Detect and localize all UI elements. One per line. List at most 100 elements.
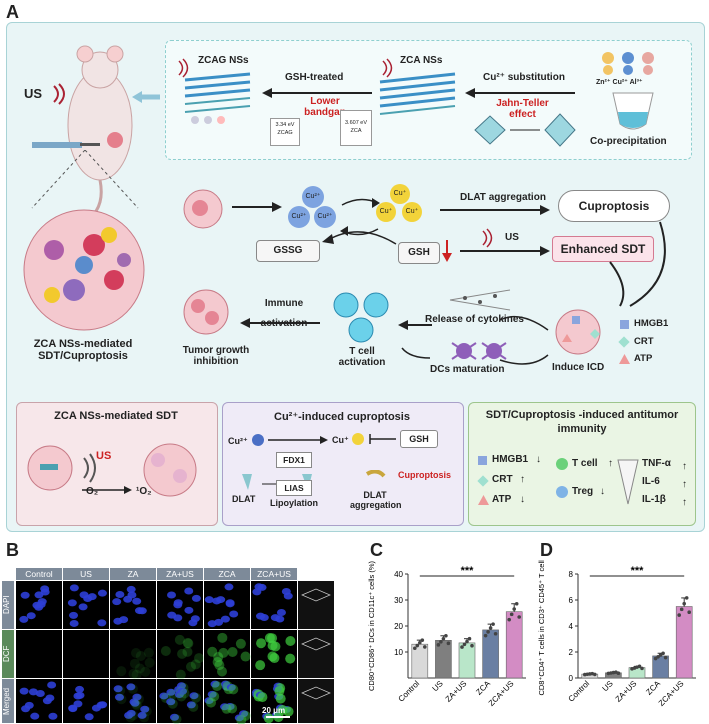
box2-cu1-ball (352, 433, 364, 445)
y-tick-label: 0 (569, 674, 574, 683)
tumor-shrunk-icon (183, 289, 229, 335)
dcf-mark (182, 646, 193, 657)
dcf-mark (207, 646, 218, 657)
box2-cu2-ball (252, 434, 264, 446)
scale-bar-label: 20 μm (262, 706, 286, 715)
box3-il6: IL-6 (642, 476, 660, 487)
row-label-merged: Merged (2, 679, 14, 723)
dcf-mark (214, 660, 225, 671)
nucleus-mark (212, 597, 222, 605)
box3-atp-icon (478, 495, 489, 505)
x-tick-label: ZA+US (444, 679, 469, 704)
nucleus-mark (40, 588, 50, 596)
dcf-mark (128, 668, 139, 679)
data-point (514, 601, 519, 606)
data-point (491, 622, 495, 626)
box2-gsh: GSH (400, 430, 438, 448)
mouse-illustration (32, 45, 133, 220)
nucleus-mark (97, 589, 107, 597)
nucleus-mark (220, 703, 230, 711)
box-sdt-illustration (27, 443, 197, 497)
nucleus-mark (166, 688, 176, 696)
stack-3d-outline (301, 686, 331, 700)
dcf-mark (267, 640, 278, 651)
mediated-title: ZCA NSs-mediated SDT/Cuproptosis (33, 338, 133, 362)
data-point (517, 615, 521, 619)
ultrasound-waves-icon (53, 83, 65, 105)
dcf-mark (143, 647, 154, 658)
data-point (661, 651, 665, 656)
box2-cuproptosis: Cuproptosis (398, 470, 451, 480)
data-point (682, 601, 686, 606)
nucleus-mark (191, 594, 201, 602)
dcf-mark (275, 693, 286, 704)
nucleus-mark (67, 599, 77, 607)
box-immunity-title: SDT/Cuproptosis -induced antitumor immun… (485, 409, 679, 435)
nucleus-mark (75, 685, 85, 693)
arrow-to-t-cell (398, 320, 432, 330)
cu-substitution-label: Cu²⁺ substitution (483, 72, 565, 83)
panel-letter-a: A (6, 2, 19, 22)
nucleus-mark (210, 680, 220, 688)
arrows-icd-to-immune (401, 315, 549, 365)
data-point (418, 641, 422, 645)
immune-activation-label: Immune activation (261, 298, 308, 329)
box3-il1b: IL-1β (642, 494, 666, 505)
nucleus-mark (184, 587, 194, 595)
nucleus-mark (68, 704, 78, 712)
x-tick-label: ZCA (474, 679, 492, 697)
data-point (677, 613, 681, 617)
nucleus-mark (127, 591, 137, 599)
dcf-mark (182, 637, 193, 648)
release-cytokines-label: Release of cytokines (425, 314, 524, 325)
cytokines-icon (449, 289, 511, 311)
cu2-ion-3: Cu²⁺ (314, 206, 336, 228)
nucleus-mark (159, 692, 169, 700)
x-tick-label: ZCA (644, 679, 662, 697)
row-label-dapi: DAPI (2, 581, 14, 629)
data-point (420, 638, 425, 642)
y-tick-label: 30 (394, 596, 403, 605)
t-cell-activation-label: T cell activation (338, 346, 386, 368)
bandgap-zcag-chip: 3.34 eV ZCAG (270, 118, 300, 146)
cu1-cluster: Cu⁺ Cu⁺ Cu⁺ (376, 184, 432, 228)
data-point (444, 633, 448, 638)
data-point (446, 641, 451, 646)
nucleus-mark (167, 611, 177, 619)
nucleus-mark (254, 583, 264, 591)
dcf-mark (209, 691, 220, 702)
box3-tcell-arrow-icon: ↑ (608, 458, 613, 469)
nucleus-mark (132, 597, 142, 605)
dcf-mark (186, 661, 197, 672)
dcf-mark (175, 669, 186, 680)
nucleus-mark (119, 616, 129, 624)
box3-hmgb1-icon (478, 456, 487, 465)
nucleus-mark (207, 620, 217, 628)
dcf-mark (130, 698, 141, 709)
ions-label: Zn²⁺ Cu²⁺ Al³⁺ (596, 79, 643, 86)
nucleus-mark (47, 681, 57, 689)
bandgap-zca-value: 3.607 eV (344, 120, 368, 126)
box3-treg-arrow-icon: ↓ (600, 486, 605, 497)
nucleus-mark (19, 687, 29, 695)
box3-atp: ATP (492, 494, 512, 505)
data-point (640, 666, 644, 671)
dcf-mark (240, 651, 251, 662)
col-header-us: US (63, 568, 109, 580)
box-sdt-us-label: US (96, 450, 112, 462)
hmgb1-legend-icon (620, 320, 629, 329)
arrow-to-cu2 (232, 202, 282, 212)
box2-inhibit (369, 434, 396, 444)
data-point (616, 671, 621, 676)
data-point (637, 664, 642, 669)
data-point (423, 645, 427, 649)
col-header-za: ZA (110, 568, 156, 580)
nucleus-mark (69, 584, 79, 592)
flask-icon (612, 92, 654, 130)
zoom-lines (31, 150, 139, 209)
nucleus-mark (83, 595, 93, 603)
box-immunity (468, 402, 696, 526)
data-point (415, 643, 420, 648)
data-point (493, 631, 498, 636)
